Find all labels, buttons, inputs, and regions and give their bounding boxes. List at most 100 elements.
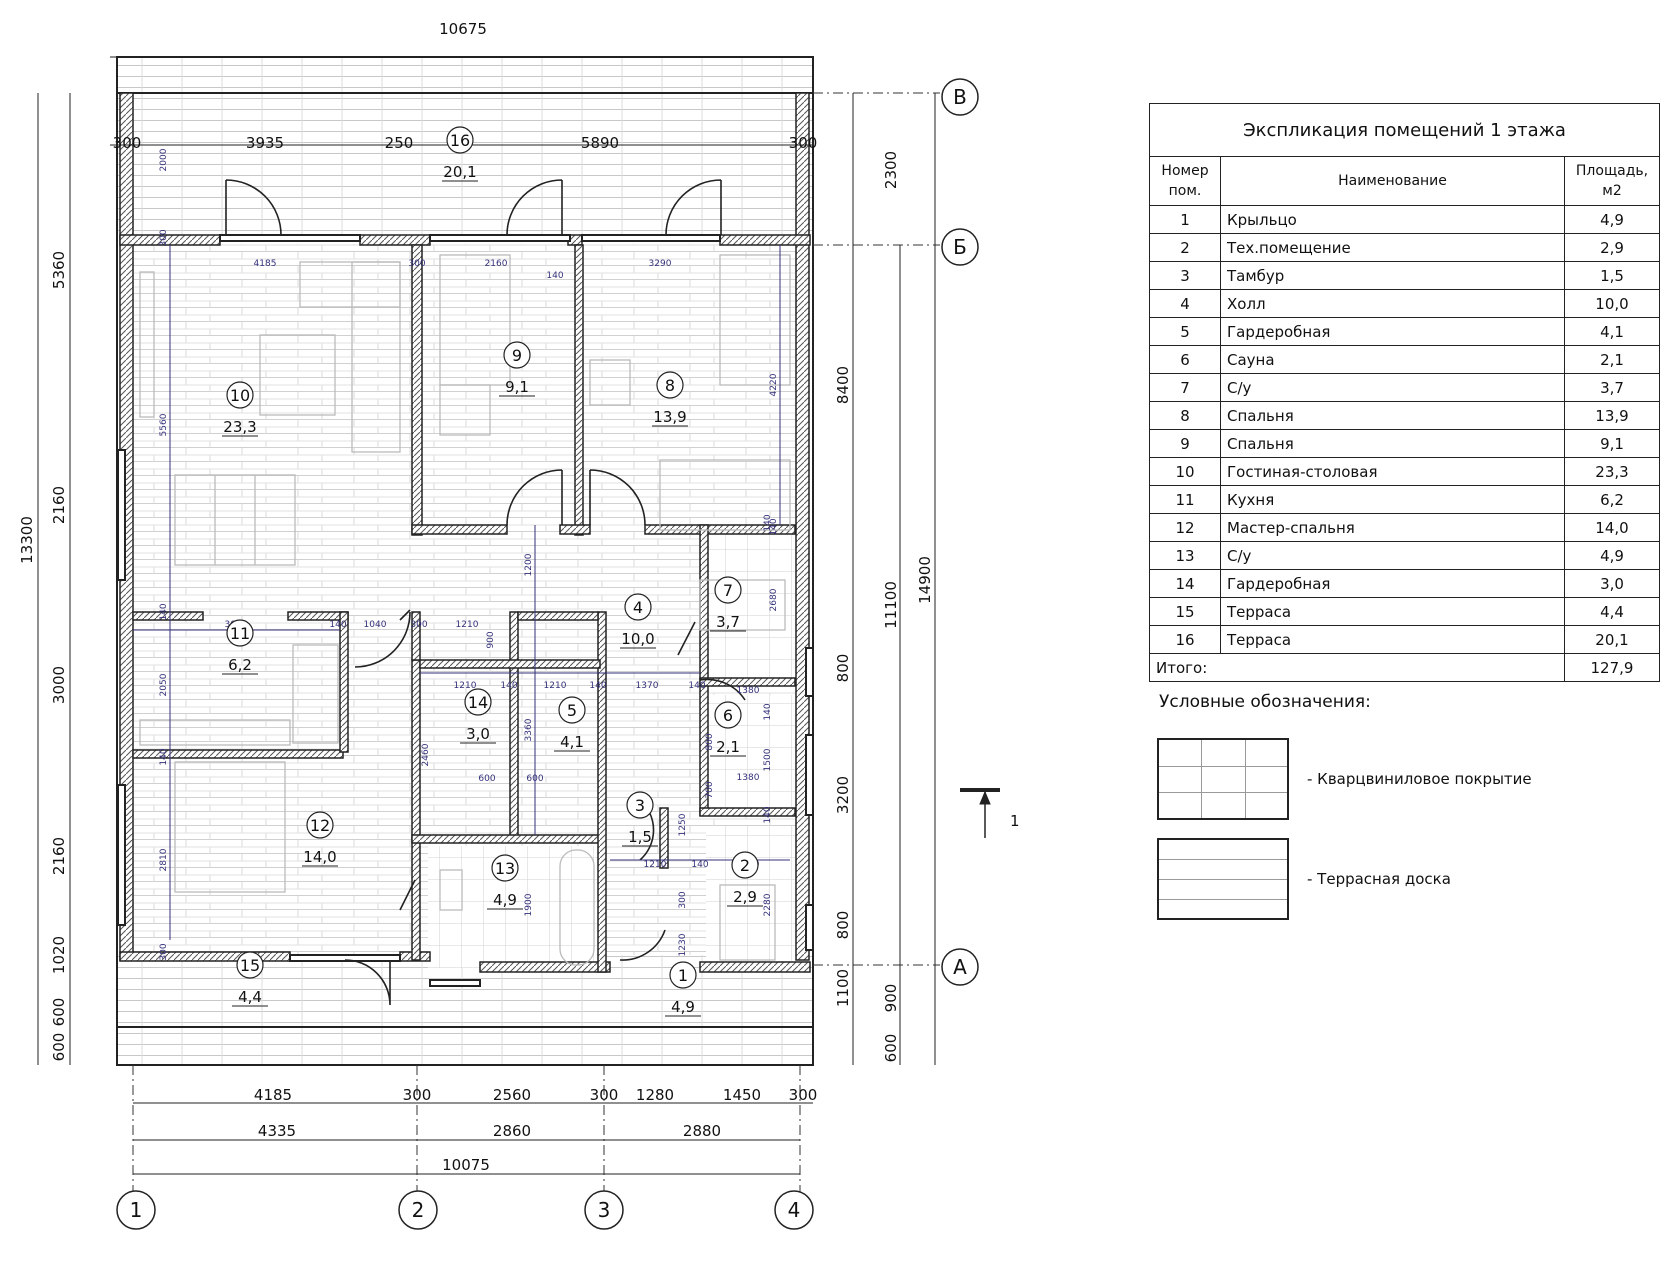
dim-bot1-4: 1280 [636,1086,674,1104]
row-num: 7 [1149,373,1221,402]
total-label: Итого: [1149,653,1565,682]
row-name: Тамбур [1220,261,1565,290]
left-dimensions: 13300 5360 2160 3000 2160 1020 600 600 [18,251,68,1061]
room-number: 7 [723,581,733,600]
room-area: 14,0 [303,848,336,866]
row-area: 2,1 [1564,345,1660,374]
dim-left-outer: 13300 [18,516,36,564]
col-header-name: Наименование [1220,156,1565,206]
walls [119,92,811,973]
dim-bot1-2: 2560 [493,1086,531,1104]
room-number: 8 [665,376,675,395]
deck-swatch [1157,838,1289,920]
dim-top-4: 300 [789,134,818,152]
row-area: 1,5 [1564,261,1660,290]
windows [117,234,814,987]
room-area: 4,4 [238,988,262,1006]
dim-right-7: 600 [882,1034,900,1063]
dim-left-3: 2160 [50,837,68,875]
section-marker-label: 1 [1010,812,1020,830]
dim-inner-6: 2680 [769,588,779,611]
dim-inner-24: 2460 [421,743,431,766]
doors [225,179,746,1006]
grid-lines [132,92,940,1205]
room-number-circle [446,126,474,154]
row-num: 3 [1149,261,1221,290]
room-area: 2,1 [716,738,740,756]
room-number: 11 [230,624,250,643]
axis-label-1: 1 [130,1198,143,1222]
room-area: 6,2 [228,656,252,674]
bottom-dimensions: 4185 300 2560 300 1280 1450 300 4335 286… [254,1086,817,1174]
dim-inner-3: 5560 [159,413,169,436]
room-area: 10,0 [621,630,654,648]
room-number: 1 [678,966,688,985]
room-area: 2,9 [733,888,757,906]
row-area: 4,9 [1564,541,1660,570]
col-header-num: Номер пом. [1149,156,1221,206]
floor-plan: 10675 300 3935 250 5890 300 4185 300 216… [18,20,1020,1230]
dim-inner-35: 1210 [644,860,667,870]
explication-table: Экспликация помещений 1 этажа Номер пом.… [1149,103,1660,682]
section-marker [960,788,1000,838]
legend-label-deck: - Террасная доска [1307,870,1451,888]
dim-inner-43: 300 [159,943,169,960]
row-name: Гардеробная [1220,317,1565,346]
dim-inner-30: 600 [526,774,543,784]
dim-inner-8: 140 [159,603,169,620]
room-number-circle [226,381,254,409]
room-number: 15 [240,956,260,975]
dim-left-5: 600 [50,998,68,1027]
row-name: Гардеробная [1220,569,1565,598]
room-number: 12 [310,816,330,835]
axis-marker-2 [398,1190,438,1230]
room-number-circle [714,701,742,729]
axis-marker-4 [774,1190,814,1230]
dim-inner-11: 1040 [364,620,387,630]
room-number-circle [669,961,697,989]
axis-markers [116,78,979,1230]
dim-inner-20: 140 [589,681,606,691]
dim-inner-14: 900 [486,631,496,648]
row-num: 16 [1149,625,1221,654]
dim-bot1-6: 300 [789,1086,818,1104]
row-area: 4,4 [1564,597,1660,626]
furniture [139,254,791,966]
room-area: 3,7 [716,613,740,631]
room-number-circle [503,341,531,369]
dim-bot2-0: 4335 [258,1122,296,1140]
dim-inner-10: 140 [329,620,346,630]
row-name: Спальня [1220,429,1565,458]
dim-top2-3: 3290 [649,259,672,269]
dim-bot1-1: 300 [403,1086,432,1104]
row-name: С/у [1220,373,1565,402]
room-number: 9 [512,346,522,365]
axis-marker-b [941,228,979,266]
row-name: Холл [1220,289,1565,318]
room-number: 3 [635,796,645,815]
row-area: 23,3 [1564,457,1660,486]
total-value: 127,9 [1564,653,1660,682]
legend: Условные обозначения: - Кварцвиниловое п… [1157,692,1677,938]
dim-top-0: 300 [113,134,142,152]
room-number-circle [714,576,742,604]
dim-inner-22: 140 [688,681,705,691]
dim-inner-25: 3360 [524,718,534,741]
dim-right-1: 8400 [834,366,852,404]
dim-bot2-2: 2880 [683,1122,721,1140]
room-area: 9,1 [505,378,529,396]
row-area: 20,1 [1564,625,1660,654]
row-area: 6,2 [1564,485,1660,514]
dim-inner-2: 140 [546,271,563,281]
dim-inner-26: 800 [705,733,715,750]
legend-item-deck: - Террасная доска [1157,838,1677,920]
